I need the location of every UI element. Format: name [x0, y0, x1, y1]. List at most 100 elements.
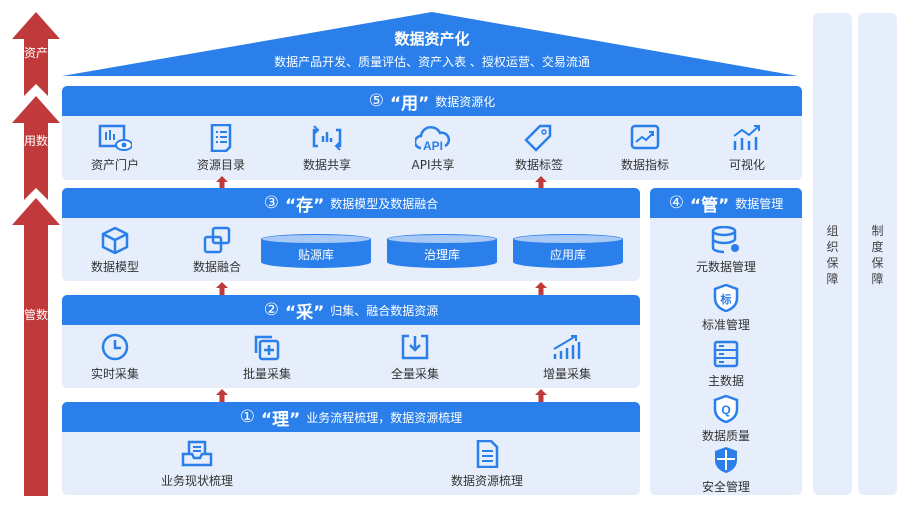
roof-shape: [62, 12, 798, 76]
batch-add-icon: [254, 335, 280, 361]
pillar-label: 制度保障: [871, 224, 884, 286]
layer4-title: 数据管理: [735, 196, 784, 211]
item-data-quality[interactable]: Q 数据质量: [681, 395, 771, 444]
merge-icon: [203, 226, 231, 254]
layer1-keyword: “理”: [260, 409, 301, 430]
item-label: 资产门户: [90, 158, 139, 172]
item-label: 资源目录: [196, 158, 245, 172]
pillar-organization: 组织保障: [813, 13, 852, 495]
layer5-use-panel: ⑤“用”数据资源化 资产门户 资源目录 数据共享 API API共享 数据标签 数…: [62, 86, 802, 180]
manage-data-arrow: 管数: [12, 198, 60, 496]
database-governance[interactable]: 治理库: [387, 234, 497, 268]
layer4-manage-panel: ④“管” 数据管理 元数据管理 标标准管理 主数据 Q 数据质量 安全管理: [650, 188, 802, 495]
item-label: 数据模型: [90, 260, 139, 274]
item-label: 标准管理: [701, 318, 750, 332]
item-master-data[interactable]: 主数据: [681, 340, 771, 389]
item-full-collect[interactable]: 全量采集: [370, 333, 460, 382]
item-label: 数据质量: [701, 429, 750, 443]
item-label: 全量采集: [390, 367, 439, 381]
item-standard[interactable]: 标标准管理: [681, 284, 771, 333]
item-label: 可视化: [728, 158, 765, 172]
layer1-organize-panel: ①“理” 业务流程梳理，数据资源梳理 业务现状梳理 数据资源梳理: [62, 402, 640, 495]
layer3-header: ③“存” 数据模型及数据融合: [62, 188, 640, 218]
layer4-header: ④“管” 数据管理: [650, 188, 802, 218]
portal-eye-icon: [98, 124, 132, 151]
manage-data-arrow-label: 管数: [23, 308, 48, 322]
item-incremental-collect[interactable]: 增量采集: [522, 333, 612, 382]
shield-standard-icon: 标: [713, 284, 739, 312]
item-label: 安全管理: [701, 480, 750, 494]
item-data-tag[interactable]: 数据标签: [494, 124, 584, 173]
database-source[interactable]: 贴源库: [261, 234, 371, 268]
item-label: 业务现状梳理: [160, 474, 233, 488]
layer4-keyword: “管”: [689, 195, 730, 216]
svg-text:标: 标: [720, 292, 732, 306]
svg-text:Q: Q: [721, 403, 730, 417]
tag-icon: [524, 124, 552, 152]
item-visualization[interactable]: 可视化: [702, 124, 792, 173]
shield-security-icon: [715, 447, 737, 473]
item-label: 数据融合: [192, 260, 241, 274]
item-label: 增量采集: [542, 367, 591, 381]
cube-icon: [101, 226, 129, 254]
layer3-keyword: “存”: [284, 195, 325, 216]
pillar-label: 组织保障: [826, 224, 839, 286]
item-data-model[interactable]: 数据模型: [70, 226, 160, 275]
layer2-number: ②: [263, 300, 279, 320]
asset-arrow: 资产: [12, 12, 60, 96]
svg-text:API: API: [423, 139, 443, 152]
item-resource-review[interactable]: 数据资源梳理: [437, 440, 537, 489]
download-tray-icon: [401, 334, 429, 360]
shield-q-icon: Q: [713, 395, 739, 423]
layer1-title: 业务流程梳理，数据资源梳理: [306, 410, 463, 425]
item-api-sharing[interactable]: API API共享: [388, 124, 478, 173]
item-security[interactable]: 安全管理: [681, 446, 771, 495]
item-business-review[interactable]: 业务现状梳理: [147, 440, 247, 489]
pillar-policy: 制度保障: [858, 13, 897, 495]
layer1-number: ①: [239, 407, 255, 427]
layer2-collect-panel: ②“采” 归集、融合数据资源 实时采集 批量采集 全量采集 增量采集: [62, 295, 640, 388]
document-icon: [476, 440, 499, 468]
item-asset-portal[interactable]: 资产门户: [70, 124, 160, 173]
item-data-sharing[interactable]: 数据共享: [282, 124, 372, 173]
roof-title: 数据资产化: [394, 30, 470, 48]
api-cloud-icon: API: [415, 126, 451, 152]
layer3-number: ③: [263, 193, 279, 213]
flow-up-arrow: [216, 176, 228, 190]
layer2-title: 归集、融合数据资源: [330, 303, 439, 318]
layer4-number: ④: [668, 193, 684, 213]
item-label: 实时采集: [90, 367, 139, 381]
item-data-metric[interactable]: 数据指标: [600, 124, 690, 173]
item-label: 批量采集: [242, 367, 291, 381]
growth-icon: [553, 335, 581, 359]
server-icon: [713, 340, 739, 368]
item-data-fusion[interactable]: 数据融合: [172, 226, 262, 275]
database-label: 治理库: [387, 239, 497, 268]
layer3-title: 数据模型及数据融合: [330, 196, 439, 211]
database-application[interactable]: 应用库: [513, 234, 623, 268]
inbox-doc-icon: [181, 440, 213, 467]
layer3-store-panel: ③“存” 数据模型及数据融合 数据模型 数据融合 贴源库 治理库 应用库: [62, 188, 640, 281]
layer5-header: ⑤“用”数据资源化: [62, 86, 802, 116]
item-metadata[interactable]: 元数据管理: [681, 226, 771, 275]
flow-up-arrow: [216, 389, 228, 403]
layer2-keyword: “采”: [284, 302, 325, 323]
item-label: 数据指标: [620, 158, 669, 172]
item-batch-collect[interactable]: 批量采集: [222, 333, 312, 382]
layer5-keyword: “用”: [389, 93, 430, 114]
item-label: 数据共享: [302, 158, 351, 172]
asset-arrow-label: 资产: [23, 46, 48, 60]
item-label: API共享: [411, 158, 455, 172]
use-data-arrow: 用数: [12, 96, 60, 200]
database-gear-icon: [711, 226, 739, 254]
item-resource-catalog[interactable]: 资源目录: [176, 124, 266, 173]
flow-up-arrow: [216, 282, 228, 296]
roof-subtitle: 数据产品开发、质量评估、资产入表 、授权运营、交易流通: [274, 55, 590, 69]
layer5-number: ⑤: [368, 91, 384, 111]
use-data-arrow-label: 用数: [23, 134, 48, 148]
item-label: 数据资源梳理: [450, 474, 523, 488]
item-realtime-collect[interactable]: 实时采集: [70, 333, 160, 382]
clock-icon: [101, 333, 129, 361]
share-icon: [312, 125, 342, 151]
item-label: 主数据: [707, 374, 744, 388]
